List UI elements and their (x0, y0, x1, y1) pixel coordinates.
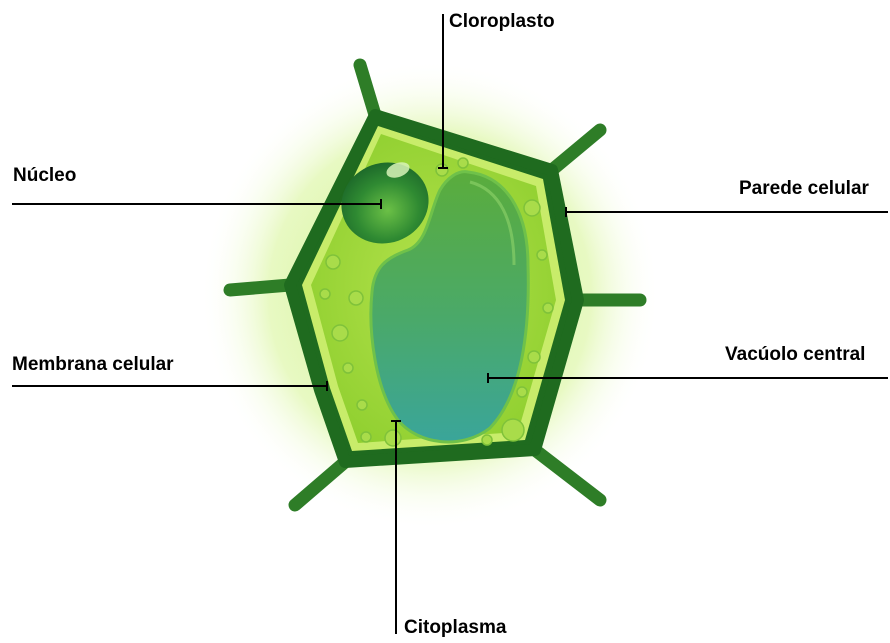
label-membrana-celular: Membrana celular (12, 355, 174, 374)
label-vacuolo-central: Vacúolo central (725, 345, 865, 364)
label-cloroplasto: Cloroplasto (449, 12, 555, 31)
label-parede-celular: Parede celular (739, 179, 869, 198)
label-nucleo: Núcleo (13, 166, 76, 185)
label-citoplasma: Citoplasma (404, 618, 506, 637)
